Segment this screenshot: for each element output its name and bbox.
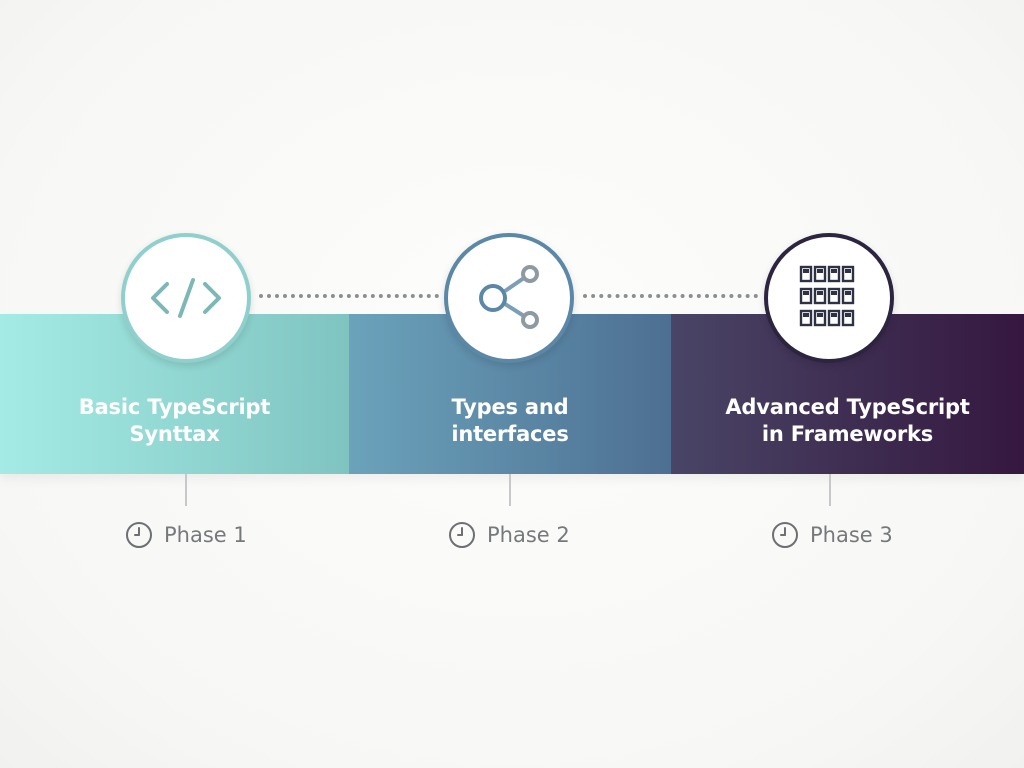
phase-3-label: Phase 3 [810,523,893,547]
phase-2-marker: Phase 2 [447,518,570,552]
stage-3-title: Advanced TypeScript in Frameworks [725,395,970,446]
phase-3-marker: Phase 3 [770,518,893,552]
stage-1-tick [185,474,187,506]
code-icon [151,278,221,318]
stage-3-node [764,233,894,363]
phase-1-label: Phase 1 [164,523,247,547]
dotted-connector-1-2 [259,294,439,298]
clock-icon [772,522,798,548]
clock-icon [126,522,152,548]
stage-2-title: Types and interfaces [451,395,569,446]
stage-band: Basic TypeScript Synttax Types and inter… [0,314,1024,474]
phase-2-label: Phase 2 [487,523,570,547]
stage-3-tick [829,474,831,506]
grid-icon [799,265,855,327]
stage-1-node [121,233,251,363]
stage-1-title: Basic TypeScript Synttax [78,395,271,446]
dotted-connector-2-3 [583,294,758,298]
share-nodes-icon [479,265,539,329]
stage-2-node [444,233,574,363]
phase-1-marker: Phase 1 [124,518,247,552]
stage-2-tick [509,474,511,506]
clock-icon [449,522,475,548]
